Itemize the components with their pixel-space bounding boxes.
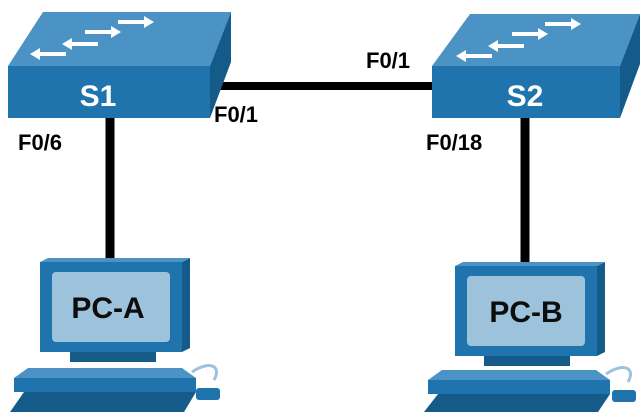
computer-icon: [10, 258, 220, 412]
switch-icon: [432, 14, 640, 118]
switch-s1[interactable]: S1: [8, 12, 231, 118]
pc-b-label: PC-B: [489, 296, 562, 329]
port-label-s1-f0-1: F0/1: [214, 102, 258, 127]
pc-a-label: PC-A: [71, 292, 144, 325]
switch-s2[interactable]: S2: [432, 14, 640, 118]
port-label-s2-f0-18: F0/18: [426, 130, 482, 155]
port-label-s2-f0-1: F0/1: [366, 48, 410, 73]
computer-icon: [424, 262, 636, 412]
pc-a[interactable]: PC-A: [10, 258, 220, 412]
s2-label: S2: [507, 80, 544, 113]
s1-label: S1: [80, 80, 117, 113]
switch-icon: [8, 12, 231, 118]
port-label-s1-f0-6: F0/6: [18, 130, 62, 155]
pc-b[interactable]: PC-B: [424, 262, 636, 412]
